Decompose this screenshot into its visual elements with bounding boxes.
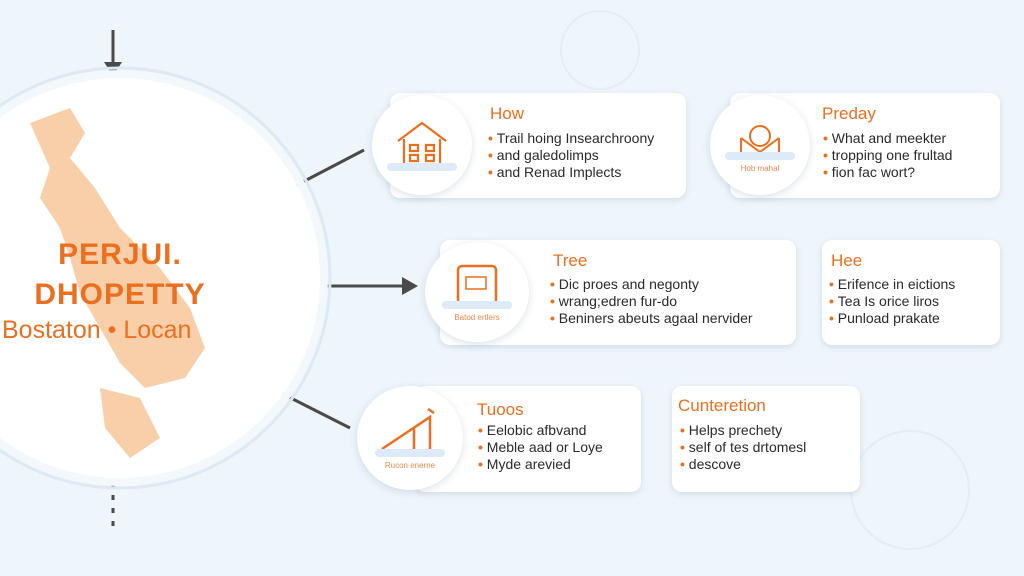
card-title: How — [490, 104, 525, 123]
list-item: Eelobic afbvand — [478, 422, 603, 439]
hub-title-line2: DHOPETTY — [34, 278, 206, 311]
central-hub — [0, 66, 332, 490]
card-list: Erifence in eictions Tea Is orice liros … — [829, 276, 956, 327]
list-item: Beniners abeuts agaal nervider — [550, 310, 753, 327]
card-title: Hee — [831, 251, 863, 270]
hub-outer-ring — [0, 66, 332, 490]
list-item: Tea Is orice liros — [829, 293, 955, 310]
map-icon — [30, 108, 205, 458]
hub-subtitle: Bostaton • Locan — [2, 316, 192, 344]
list-item: What and meekter — [823, 130, 952, 147]
house-icon — [372, 95, 472, 195]
card-title: Tuoos — [477, 400, 524, 419]
list-item: Meble aad or Loye — [478, 439, 603, 456]
card-title: Preday — [822, 104, 876, 123]
envelope-icon: Hob mahal — [710, 95, 810, 195]
icon-caption: Hob mahal — [740, 163, 780, 173]
list-item: Myde arevied — [478, 456, 603, 473]
list-item: and galedolimps — [488, 147, 654, 164]
monitor-icon: Batod ertlers — [425, 242, 529, 342]
card-list: Helps prechety self of tes drtomesl desc… — [680, 422, 807, 473]
card-title: Cunteretion — [678, 396, 766, 415]
arrow-head — [402, 277, 418, 295]
list-item: Helps prechety — [680, 422, 806, 439]
list-item: descove — [680, 456, 806, 473]
ramp-icon: Rucon enerne — [357, 386, 463, 490]
card-title: Tree — [553, 251, 588, 270]
hub-title-line1: PERJUI. — [58, 238, 182, 271]
icon-caption: Batod ertlers — [454, 312, 500, 322]
list-item: Erifence in eictions — [829, 276, 956, 293]
card-list: Dic proes and negonty wrang;edren fur-do… — [550, 276, 753, 327]
list-item: tropping one frultad — [823, 147, 953, 164]
list-item: wrang;edren fur-do — [550, 293, 753, 310]
hub-inner-ring — [0, 70, 328, 486]
list-item: fion fac wort? — [823, 164, 952, 181]
list-item: Trail hoing Insearchroony — [488, 130, 654, 147]
list-item: Punload prakate — [829, 310, 955, 327]
icon-caption: Rucon enerne — [384, 460, 436, 470]
card-list: Eelobic afbvand Meble aad or Loye Myde a… — [478, 422, 603, 473]
list-item: self of tes drtomesl — [680, 439, 807, 456]
background-decoration — [560, 10, 640, 90]
card-list: What and meekter tropping one frultad fi… — [823, 130, 953, 181]
list-item: Dic proes and negonty — [550, 276, 753, 293]
card-list: Trail hoing Insearchroony and galedolimp… — [488, 130, 654, 181]
list-item: and Renad Implects — [488, 164, 654, 181]
